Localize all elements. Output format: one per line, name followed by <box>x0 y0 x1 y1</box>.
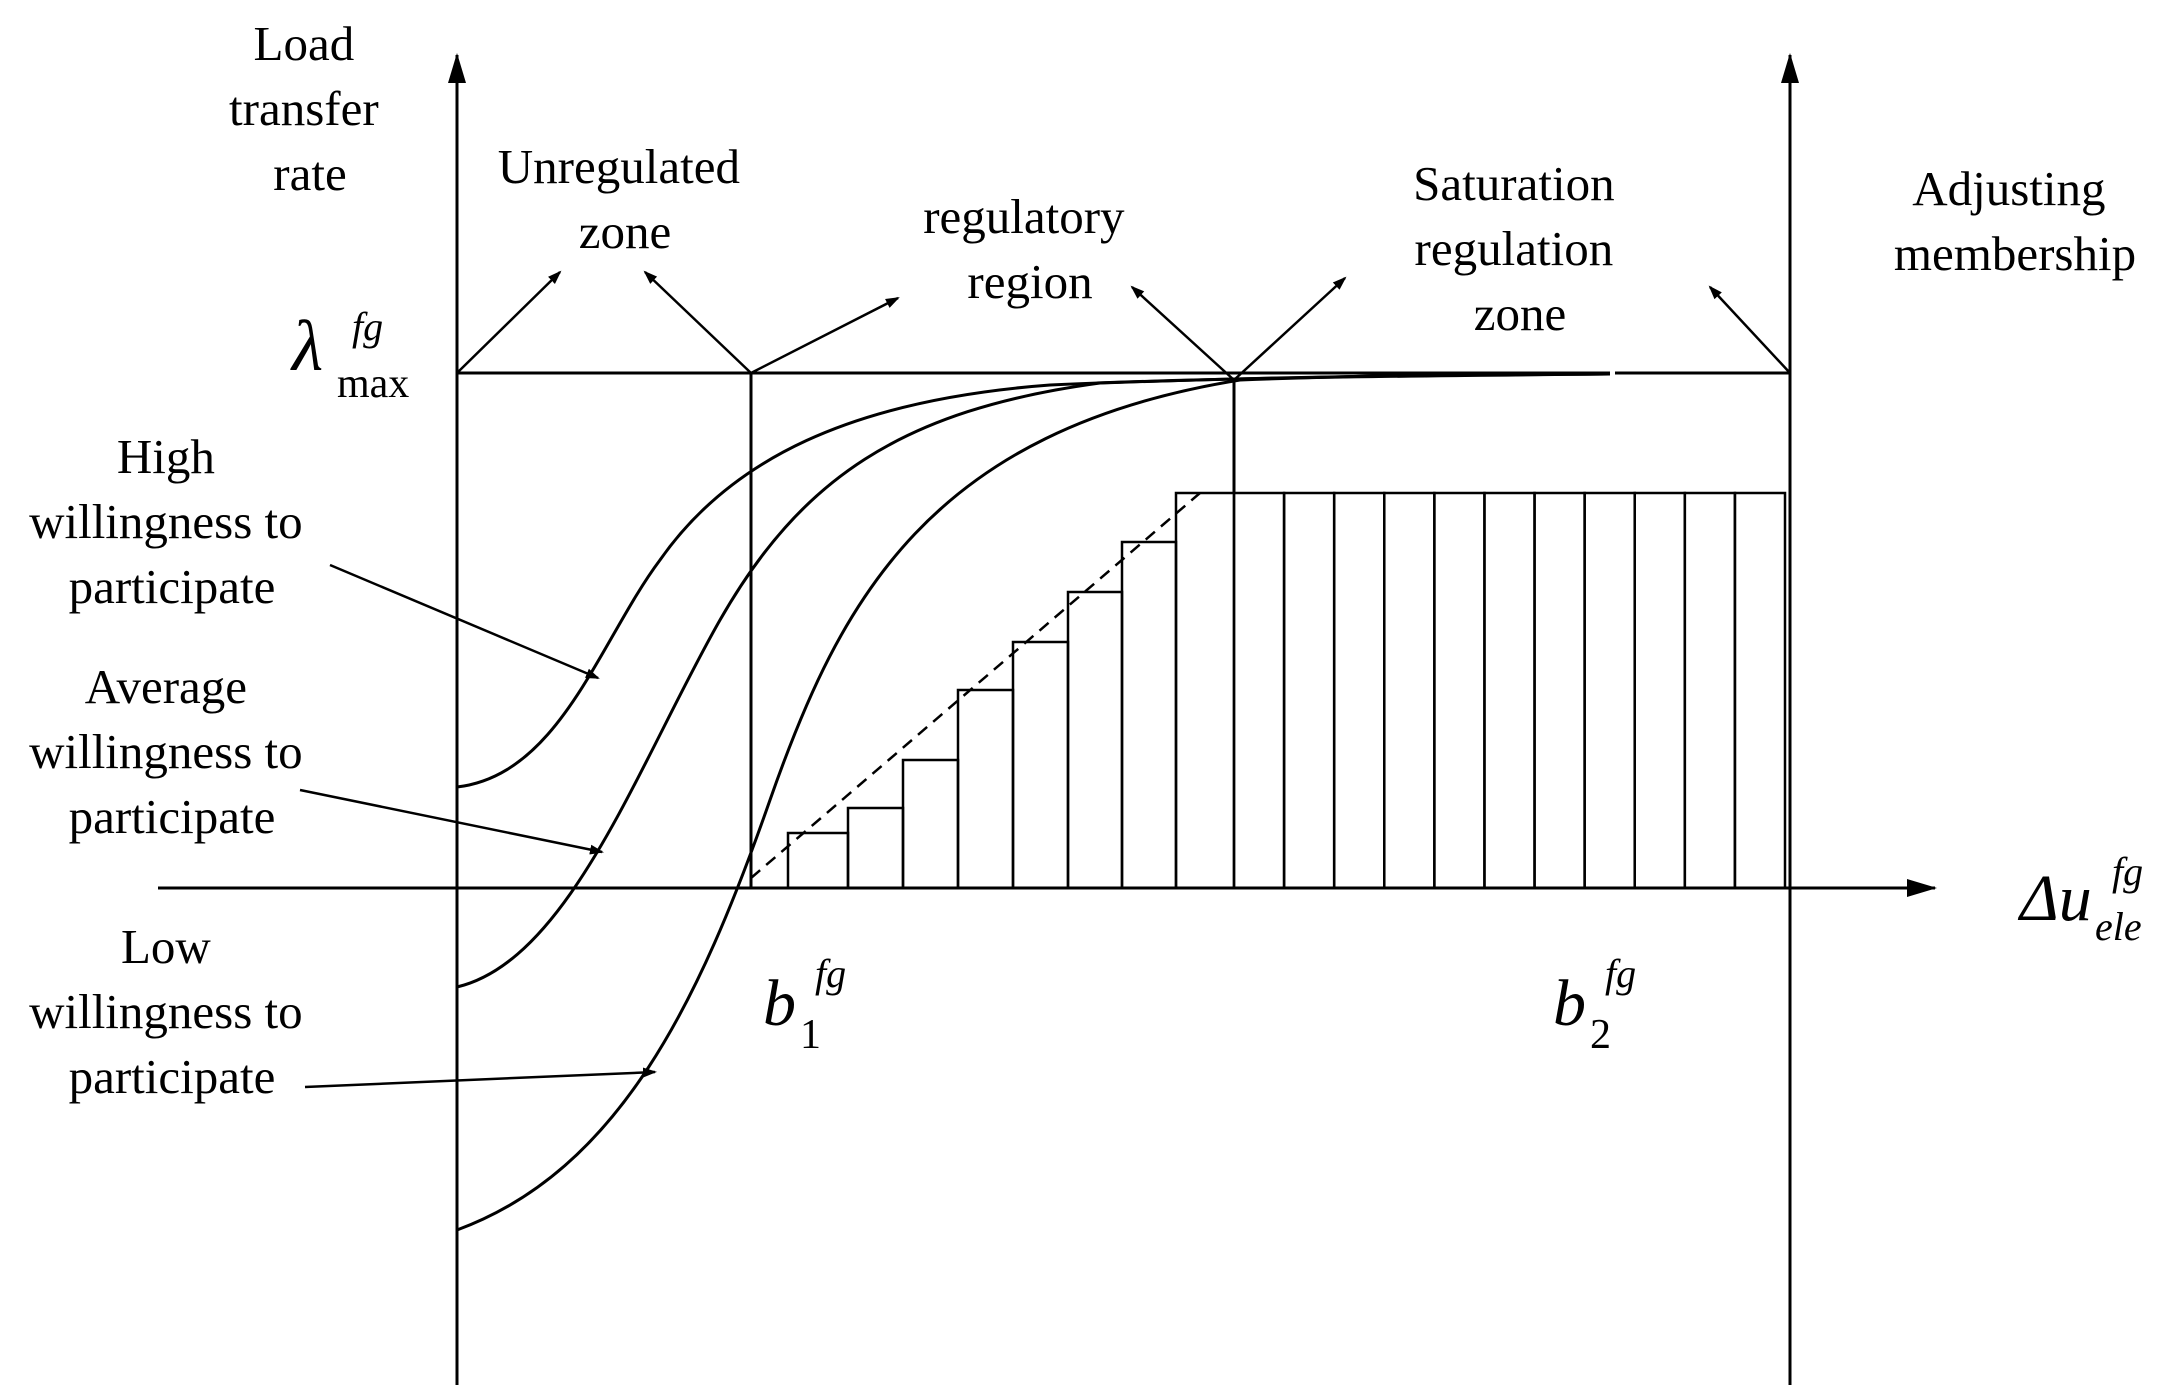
step-bar-saturated <box>1383 491 1436 890</box>
linear-dashed-line <box>750 492 1201 879</box>
average-willingness-label: Average willingness to participate <box>29 659 315 844</box>
step-bar-saturated <box>1683 491 1737 890</box>
arrow-saturation-left <box>1233 276 1347 381</box>
average-willingness-curve <box>456 372 1611 989</box>
right-axis-label: Adjusting membership <box>1894 161 2136 281</box>
lambda-max-symbol: λ fg max <box>290 304 409 407</box>
step-bar-saturated <box>1533 491 1586 890</box>
svg-text:b: b <box>1553 967 1586 1040</box>
step-bar-saturated <box>1282 491 1336 890</box>
step-bar-rising <box>901 758 960 890</box>
svg-text:max: max <box>337 361 409 407</box>
svg-text:λ: λ <box>290 306 323 386</box>
step-bar-saturated <box>1633 491 1687 890</box>
step-bar-rising <box>786 831 850 890</box>
step-bar-rising <box>1011 640 1070 890</box>
step-bar-rising <box>956 688 1015 890</box>
step-bar-saturated <box>1232 491 1286 890</box>
arrow-high-willingness <box>329 563 600 680</box>
high-willingness-curve <box>456 372 1611 789</box>
step-bar-rising <box>846 806 905 890</box>
arrow-regulatory-left <box>750 296 900 375</box>
b2-symbol: b fg 2 <box>1553 951 1636 1058</box>
svg-text:ele: ele <box>2095 904 2142 949</box>
step-bar-saturated <box>1332 491 1386 890</box>
step-bar-saturated <box>1583 491 1636 890</box>
unregulated-zone-label: Unregulated zone <box>498 139 752 259</box>
step-bar-saturated <box>1483 491 1536 890</box>
arrow-average-willingness <box>299 788 604 855</box>
y-axis-label: Load transfer rate <box>229 16 391 201</box>
svg-text:1: 1 <box>800 1012 821 1058</box>
low-willingness-curve <box>456 372 1611 1232</box>
svg-text:fg: fg <box>1605 951 1636 996</box>
regulatory-region-label: regulatory region <box>923 189 1137 309</box>
svg-text:fg: fg <box>352 304 383 349</box>
step-bar-rising <box>1066 590 1124 890</box>
step-bar-rising <box>1174 491 1236 890</box>
high-willingness-label: High willingness to participate <box>29 429 315 614</box>
step-bar-saturated <box>1733 491 1787 890</box>
step-bar-saturated <box>1433 491 1486 890</box>
x-axis-symbol: Δu fg ele <box>2017 849 2143 949</box>
arrow-unregulated-left <box>456 270 562 374</box>
svg-text:fg: fg <box>2112 849 2143 894</box>
svg-text:Δu: Δu <box>2017 862 2092 935</box>
saturation-zone-label: Saturation regulation zone <box>1413 156 1627 341</box>
svg-text:fg: fg <box>815 951 846 996</box>
low-willingness-label: Low willingness to participate <box>29 919 315 1104</box>
svg-text:b: b <box>763 967 796 1040</box>
b1-symbol: b fg 1 <box>763 951 846 1058</box>
step-bars <box>786 491 1787 890</box>
arrow-unregulated-right <box>643 270 752 374</box>
step-bar-rising <box>1120 540 1178 890</box>
svg-text:2: 2 <box>1590 1012 1611 1058</box>
arrow-saturation-right <box>1708 285 1791 374</box>
arrow-regulatory-right <box>1130 285 1235 381</box>
arrow-low-willingness <box>304 1067 657 1089</box>
